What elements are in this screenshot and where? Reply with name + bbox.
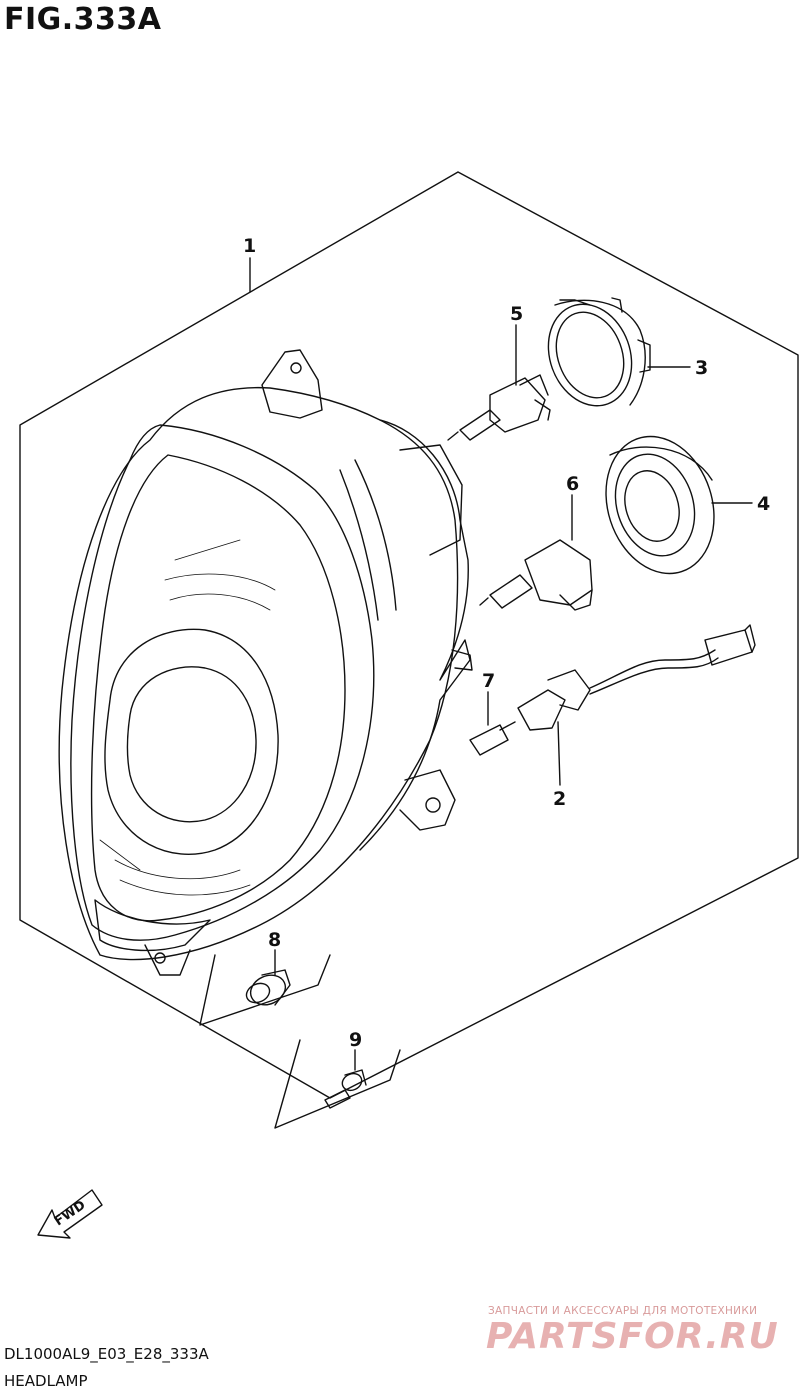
- top-bracket-hole: [290, 362, 302, 374]
- callout-9: 9: [349, 1029, 362, 1051]
- housing-rib-1: [339, 469, 379, 621]
- figure-title: FIG.333A: [4, 2, 162, 37]
- part-8-grommet: [245, 969, 291, 1006]
- callout-6: 6: [566, 473, 579, 495]
- side-ear-hole: [425, 797, 441, 813]
- reflector-bowl: [104, 628, 279, 855]
- callout-8: 8: [268, 929, 281, 951]
- callout-7: 7: [482, 670, 495, 692]
- right-clip: [451, 649, 473, 671]
- watermark-brand: PARTSFOR.RU: [486, 1316, 779, 1357]
- part-2-socket: [517, 624, 756, 731]
- part-5-bulb: [447, 374, 551, 441]
- housing-chin: [94, 899, 211, 952]
- callout-1: 1: [243, 235, 256, 257]
- bottom-ear: [144, 944, 191, 976]
- part-4-seal: [605, 435, 715, 575]
- side-ear: [399, 769, 456, 831]
- part-9-screw: [324, 1069, 367, 1109]
- part-3-cover: [547, 297, 651, 407]
- housing-rib-2: [354, 459, 397, 611]
- part-6-bulb: [479, 539, 593, 611]
- housing-rear: [359, 419, 471, 851]
- figure-name: HEADLAMP: [4, 1372, 88, 1390]
- assembly-boundary: [19, 171, 799, 1099]
- callout-3: 3: [695, 357, 708, 379]
- callout-2: 2: [553, 788, 566, 810]
- leader-2: [557, 721, 561, 786]
- reflector-inner: [126, 666, 257, 823]
- fwd-arrow-icon: [37, 1189, 103, 1239]
- part-8-bracket: [199, 954, 331, 1026]
- lens-bezel: [70, 424, 375, 941]
- top-bracket: [261, 349, 323, 419]
- headlamp-housing: [58, 386, 459, 961]
- part-7-bulb: [469, 721, 516, 756]
- figure-code: DL1000AL9_E03_E28_333A: [4, 1345, 209, 1363]
- bottom-ear-hole: [154, 952, 166, 964]
- watermark-tagline: ЗАПЧАСТИ И АКСЕССУАРЫ ДЛЯ МОТОТЕХНИКИ: [488, 1305, 758, 1317]
- callout-5: 5: [510, 303, 523, 325]
- part-9-bracket: [274, 1039, 401, 1129]
- inner-lens: [90, 454, 346, 922]
- callout-4: 4: [757, 493, 770, 515]
- rear-boss: [399, 444, 463, 556]
- reflector-hatching: [99, 539, 276, 896]
